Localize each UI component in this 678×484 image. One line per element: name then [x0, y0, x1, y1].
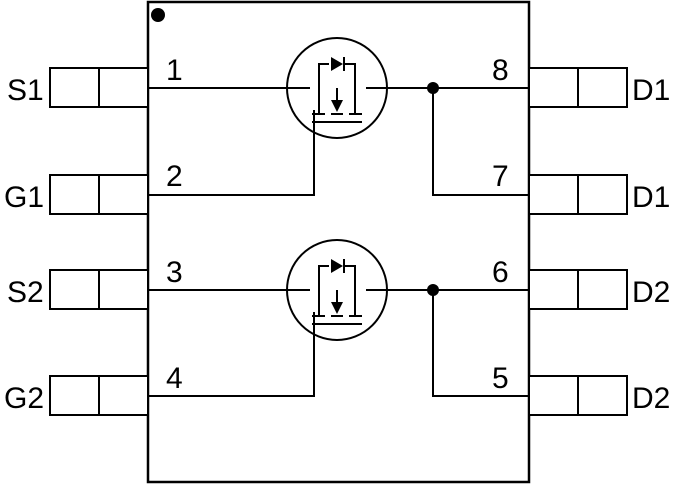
mosfet-icon [286, 37, 388, 139]
mosfet-icon [286, 239, 388, 341]
right-pad-8 [528, 67, 628, 108]
right-pad-5 [528, 375, 628, 416]
pin-number-1: 1 [166, 54, 183, 87]
pin-number-8: 8 [492, 54, 509, 87]
mosfet-2-wires [148, 289, 529, 397]
junction-dot-icon [427, 82, 439, 94]
pin-number-5: 5 [492, 362, 509, 395]
mosfet-1-wires [148, 87, 529, 196]
left-pad-1 [49, 67, 149, 108]
pin-name-g2: G2 [4, 382, 44, 415]
pin-number-3: 3 [166, 256, 183, 289]
package-body [146, 0, 531, 484]
pin-number-4: 4 [166, 362, 183, 395]
pin-name-s1: S1 [7, 74, 44, 107]
pin-name-d1-bottom: D1 [632, 181, 670, 214]
diode-icon [331, 57, 345, 71]
junction-dot-icon [427, 284, 439, 296]
pin-number-7: 7 [492, 160, 509, 193]
left-pad-4 [49, 375, 149, 416]
pin1-dot-icon [151, 8, 165, 22]
pin-number-2: 2 [166, 160, 183, 193]
right-pad-7 [528, 174, 628, 215]
right-pad-6 [528, 269, 628, 310]
pin-number-6: 6 [492, 256, 509, 289]
pin-name-d2-bottom: D2 [632, 382, 670, 415]
left-pad-2 [49, 174, 149, 215]
pin-name-d1-top: D1 [632, 74, 670, 107]
pin-name-d2-top: D2 [632, 276, 670, 309]
left-pad-3 [49, 269, 149, 310]
pin-name-g1: G1 [4, 181, 44, 214]
pin-name-s2: S2 [7, 276, 44, 309]
diode-icon [331, 259, 345, 273]
